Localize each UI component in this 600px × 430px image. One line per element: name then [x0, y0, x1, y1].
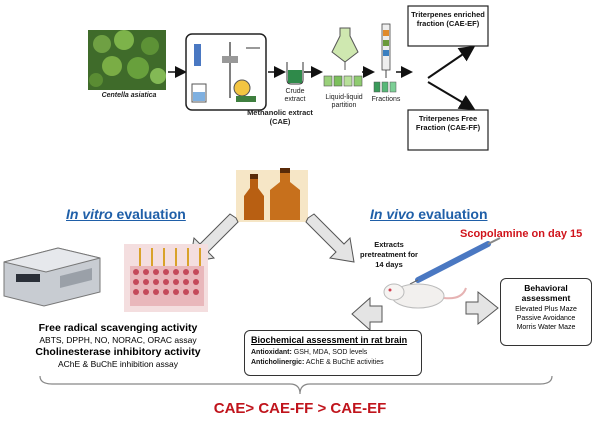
scopolamine-label: Scopolamine on day 15 [460, 228, 583, 240]
conclusion-text: CAE> CAE-FF > CAE-EF [213, 400, 387, 417]
antioxidant-text: GSH, MDA, SOD levels [291, 349, 368, 356]
anticholinergic-line: Anticholinergic: AChE & BuChE activities [251, 358, 421, 367]
crude-extract-label: Crude extract [284, 88, 306, 103]
enriched-fraction-label: Triterpenes enriched fraction (CAE-EF) [411, 10, 485, 28]
syringe-icon [409, 237, 501, 285]
radical-scavenging-assays: ABTS, DPPH, NO, NORAC, ORAC assay [39, 335, 197, 345]
invivo-block-arrow [305, 213, 355, 263]
invitro-heading: In vitro evaluation [66, 206, 186, 222]
methanolic-extract-label: Methanolic extract (CAE) [247, 108, 313, 126]
radical-scavenging-title: Free radical scavenging activity [38, 322, 198, 334]
free-fraction-box [407, 109, 489, 151]
invitro-results: Free radical scavenging activity ABTS, D… [8, 322, 228, 370]
crude-extract-beaker-icon [286, 62, 304, 85]
behavioral-item: Elevated Plus Maze [515, 306, 577, 313]
invitro-suffix: evaluation [112, 206, 186, 222]
cholinesterase-title: Cholinesterase inhibitory activity [35, 346, 201, 358]
free-fraction-label: Triterpenes Free Fraction (CAE-FF) [415, 114, 481, 132]
separatory-funnel-icon [323, 27, 363, 87]
invivo-prefix: In vivo [370, 206, 415, 222]
invivo-heading: In vivo evaluation [370, 206, 488, 222]
rat-image [383, 283, 467, 309]
microplate-image [124, 244, 208, 312]
chromatography-column-icon [373, 23, 397, 93]
to-biochemical-arrow [351, 296, 383, 332]
behavioral-item: Passive Avoidance [516, 315, 576, 322]
split-arrow-up [427, 45, 476, 79]
cholinesterase-assays: AChE & BuChE inhibition assay [57, 359, 178, 369]
centella-plant-image [88, 30, 166, 90]
to-behavioral-arrow [465, 290, 499, 326]
behavioral-title: Behavioral assessment [521, 283, 571, 303]
pretreatment-label: Extracts pretreatment for 14 days [360, 240, 418, 269]
biochemical-title: Biochemical assessment in rat brain [251, 335, 408, 345]
extract-bottles-image [236, 168, 308, 222]
extraction-apparatus-icon [185, 33, 267, 111]
plant-label: Centella asiatica [101, 92, 157, 99]
partition-label: Liquid-liquid partition [325, 94, 363, 109]
invivo-suffix: evaluation [414, 206, 488, 222]
fractions-label: Fractions [371, 96, 401, 103]
plate-reader-image [3, 247, 101, 307]
biochemical-assessment-card: Biochemical assessment in rat brain Anti… [244, 330, 422, 376]
anticholinergic-text: AChE & BuChE activities [304, 359, 384, 366]
anticholinergic-label: Anticholinergic: [251, 359, 305, 366]
antioxidant-label: Antioxidant: [251, 349, 292, 356]
invitro-prefix: In vitro [66, 206, 113, 222]
summary-bracket [39, 375, 553, 395]
split-arrow-down [427, 81, 476, 111]
enriched-fraction-box [407, 5, 489, 47]
antioxidant-line: Antioxidant: GSH, MDA, SOD levels [251, 348, 421, 357]
behavioral-item: Morris Water Maze [516, 324, 576, 331]
behavioral-assessment-card: Behavioral assessment Elevated Plus Maze… [500, 278, 592, 346]
